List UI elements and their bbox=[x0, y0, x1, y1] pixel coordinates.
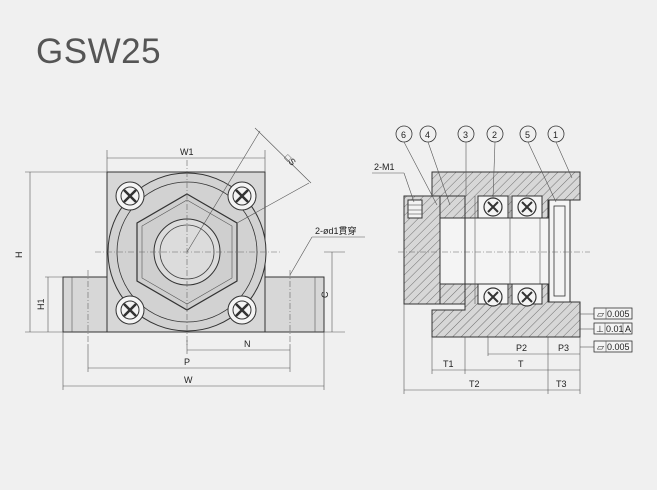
svg-text:⊥: ⊥ bbox=[596, 324, 604, 334]
balloon-1: 1 bbox=[547, 125, 573, 179]
svg-text:0.005: 0.005 bbox=[607, 342, 630, 352]
svg-text:2: 2 bbox=[492, 130, 497, 140]
dim-H1: H1 bbox=[36, 298, 46, 310]
set-screw bbox=[407, 199, 423, 219]
dim-T: T bbox=[518, 359, 524, 369]
dim-W: W bbox=[184, 375, 193, 385]
balloon-4: 4 bbox=[419, 125, 451, 206]
end-seal bbox=[548, 199, 571, 303]
dim-S: □S bbox=[283, 152, 298, 167]
balloon-3: 3 bbox=[457, 125, 475, 196]
dim-T1: T1 bbox=[443, 359, 454, 369]
dim-T3: T3 bbox=[556, 379, 567, 389]
dim-P3: P3 bbox=[558, 343, 569, 353]
tolerance-1: ⏥ 0.005 bbox=[580, 307, 633, 320]
balloon-5: 5 bbox=[519, 125, 557, 203]
balloon-6: 6 bbox=[395, 125, 438, 206]
svg-text:5: 5 bbox=[525, 130, 530, 140]
svg-text:4: 4 bbox=[425, 130, 430, 140]
bolt-top-right bbox=[227, 181, 257, 211]
svg-text:1: 1 bbox=[553, 130, 558, 140]
bolt-bottom-left bbox=[115, 295, 145, 325]
dim-P2: P2 bbox=[516, 343, 527, 353]
svg-text:6: 6 bbox=[401, 130, 406, 140]
dim-W1: W1 bbox=[180, 147, 194, 157]
bolt-top-left bbox=[115, 181, 145, 211]
balloon-2: 2 bbox=[486, 125, 504, 199]
dim-N: N bbox=[244, 339, 251, 349]
front-view: W1 □S H H1 C N bbox=[14, 127, 365, 390]
svg-text:0.01: 0.01 bbox=[606, 324, 624, 334]
dim-C: C bbox=[320, 291, 330, 298]
svg-text:A: A bbox=[625, 324, 631, 334]
svg-text:⏥: ⏥ bbox=[597, 342, 604, 352]
shaft-bore bbox=[464, 217, 550, 285]
tolerance-3: ⏥ 0.005 bbox=[580, 340, 633, 353]
tolerance-2: ⊥ 0.01 A bbox=[580, 322, 633, 335]
svg-text:⏥: ⏥ bbox=[597, 309, 604, 319]
label-d1: 2-ød1貫穿 bbox=[315, 225, 357, 236]
label-M1: 2-M1 bbox=[374, 162, 395, 172]
svg-text:0.005: 0.005 bbox=[607, 309, 630, 319]
dim-T2: T2 bbox=[469, 379, 480, 389]
bolt-bottom-right bbox=[227, 295, 257, 325]
model-title: GSW25 bbox=[36, 32, 162, 71]
bearing-balls bbox=[477, 195, 543, 307]
side-section-view: 6 4 3 2 5 bbox=[372, 125, 633, 394]
dim-H: H bbox=[14, 252, 24, 259]
dim-P: P bbox=[184, 357, 190, 367]
svg-text:3: 3 bbox=[463, 130, 468, 140]
